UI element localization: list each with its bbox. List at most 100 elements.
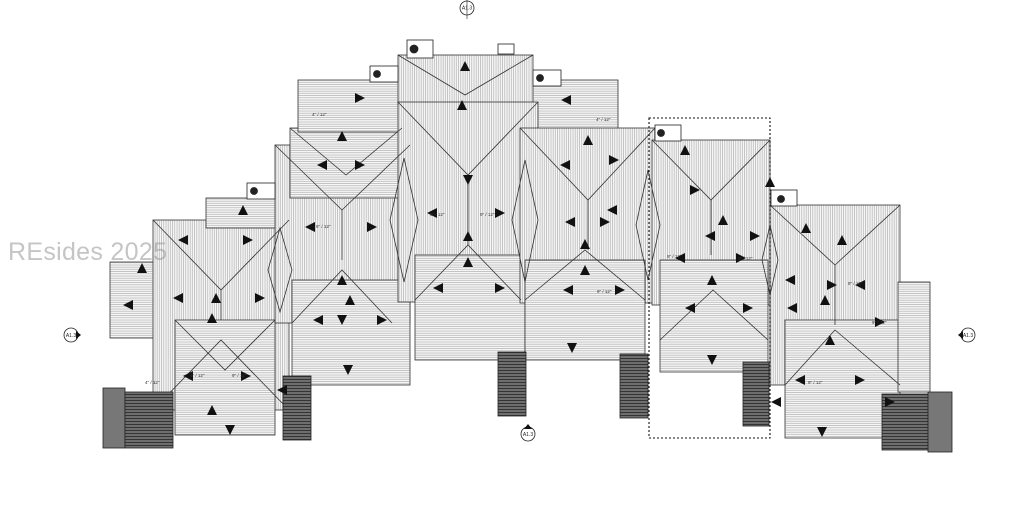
stair-5 — [742, 361, 770, 427]
vent-box — [369, 65, 399, 83]
vent-box — [532, 69, 562, 87]
vent-icon — [536, 74, 544, 82]
slope-arrow-icon — [277, 385, 287, 395]
slope-arrow-icon — [787, 303, 797, 313]
slope-arrow-icon — [561, 95, 571, 105]
slope-arrow-icon — [495, 208, 505, 218]
slope-arrow-icon — [173, 293, 183, 303]
pitch-label: 4" / 12" — [596, 117, 611, 122]
section-tag-bottom: A1.3 — [520, 424, 536, 442]
slope-arrow-icon — [211, 293, 221, 303]
slope-arrow-icon — [355, 93, 365, 103]
slope-arrow-icon — [460, 61, 470, 71]
vent-icon — [657, 129, 665, 137]
vent-icon — [409, 44, 419, 54]
slope-arrow-icon — [690, 185, 700, 195]
roof-building-2-upper — [289, 127, 403, 199]
slope-arrows — [123, 61, 895, 437]
roof-building-5-front — [659, 259, 769, 373]
pitch-label: 9" / 12" — [597, 289, 612, 294]
slope-arrow-icon — [427, 208, 437, 218]
vent-box — [406, 39, 434, 59]
slope-arrow-icon — [255, 293, 265, 303]
slope-arrow-icon — [463, 231, 473, 241]
vent-box — [654, 124, 682, 142]
vent-icon — [250, 187, 258, 195]
slope-arrow-icon — [183, 371, 193, 381]
slope-arrow-icon — [567, 343, 577, 353]
slope-arrow-icon — [707, 355, 717, 365]
stair-3 — [497, 351, 527, 417]
pitch-label: 9" / 12" — [738, 256, 753, 261]
slope-arrow-icon — [243, 235, 253, 245]
pitch-label: 9" / 12" — [232, 373, 247, 378]
slope-arrow-icon — [820, 295, 830, 305]
slope-arrow-icon — [225, 425, 235, 435]
section-tag-right: A1.3 — [958, 327, 976, 343]
slope-arrow-icon — [801, 223, 811, 233]
roof-building-2-front — [291, 279, 411, 386]
slope-arrow-icon — [771, 397, 781, 407]
slope-arrow-icon — [743, 303, 753, 313]
slope-arrow-icon — [137, 263, 147, 273]
stair-4 — [619, 353, 649, 419]
slope-arrow-icon — [817, 427, 827, 437]
section-tag-left: A1.3 — [63, 327, 81, 343]
slope-arrow-icon — [707, 275, 717, 285]
slope-arrow-icon — [355, 160, 365, 170]
slope-arrow-icon — [565, 217, 575, 227]
slope-arrow-icon — [795, 375, 805, 385]
slope-arrow-icon — [305, 222, 315, 232]
slope-arrow-icon — [563, 285, 573, 295]
slope-arrow-icon — [241, 371, 251, 381]
pitch-label: 9" / 12" — [872, 320, 887, 325]
slope-arrow-icon — [207, 313, 217, 323]
vent-box — [497, 43, 515, 55]
pitch-label: 9" / 12" — [480, 212, 495, 217]
slope-arrow-icon — [317, 160, 327, 170]
vent-box — [246, 182, 276, 200]
slope-arrow-icon — [337, 315, 347, 325]
slope-arrow-icon — [337, 131, 347, 141]
slope-arrow-icon — [736, 253, 746, 263]
pitch-label: 4" / 12" — [145, 380, 160, 385]
svg-text:A1.3: A1.3 — [462, 6, 473, 12]
slope-arrow-icon — [600, 217, 610, 227]
vent-icon — [777, 195, 785, 203]
slope-arrow-icon — [875, 317, 885, 327]
stair-left — [124, 391, 174, 449]
slope-arrow-icon — [560, 160, 570, 170]
slope-arrow-icon — [765, 177, 775, 187]
pitch-label: 9" / 12" — [808, 380, 823, 385]
slope-arrow-icon — [675, 253, 685, 263]
slope-arrow-icon — [685, 303, 695, 313]
slope-arrow-icon — [377, 315, 387, 325]
slope-arrow-icon — [607, 205, 617, 215]
stair-right-landing — [927, 391, 953, 453]
pitch-label: 9" / 12" — [316, 224, 331, 229]
pitch-label: 4" / 12" — [312, 112, 327, 117]
svg-text:A1.3: A1.3 — [523, 432, 534, 438]
slope-arrow-icon — [609, 155, 619, 165]
slope-arrow-icon — [367, 222, 377, 232]
slope-arrow-icon — [680, 145, 690, 155]
pitch-label: 9" / 12" — [190, 373, 205, 378]
pitch-labels: 4" / 12" 9" / 12" 9" / 12" 4" / 12" 9" /… — [145, 112, 887, 385]
slope-arrow-icon — [495, 283, 505, 293]
roof-left-wing — [109, 261, 155, 339]
stair-left-landing — [102, 387, 126, 449]
slope-arrow-icon — [337, 275, 347, 285]
slope-arrow-icon — [705, 231, 715, 241]
slope-arrow-icon — [463, 175, 473, 185]
stairs — [102, 351, 953, 453]
slope-arrow-icon — [580, 265, 590, 275]
slope-arrow-icon — [345, 295, 355, 305]
roof-building-4-front — [524, 259, 646, 361]
slope-arrow-icon — [855, 280, 865, 290]
ridge-lines — [152, 54, 901, 411]
slope-arrow-icon — [885, 397, 895, 407]
slope-arrow-icon — [837, 235, 847, 245]
slope-arrow-icon — [123, 300, 133, 310]
slope-arrow-icon — [855, 375, 865, 385]
